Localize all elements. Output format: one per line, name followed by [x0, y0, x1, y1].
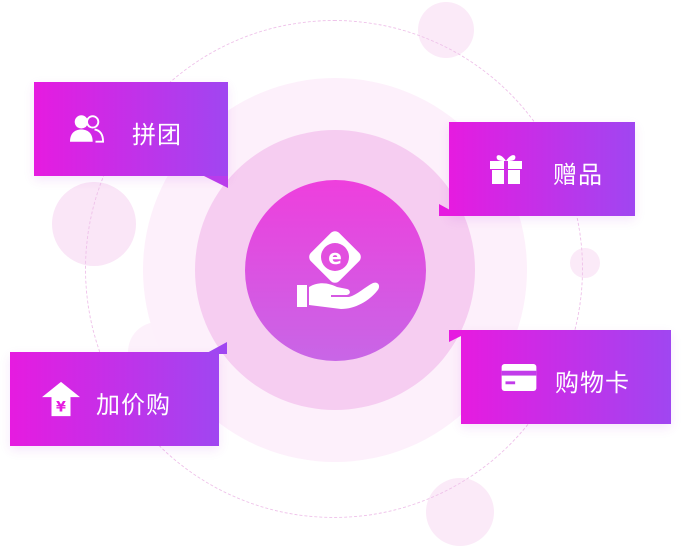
- card-tail: [205, 342, 227, 354]
- feature-label: 加价购: [96, 391, 171, 419]
- hand-holding-coin-icon: e: [297, 231, 380, 309]
- gift-icon: [490, 155, 522, 184]
- card-tail: [439, 204, 461, 216]
- dotted-orbit-ring: [85, 20, 583, 518]
- card-tail: [204, 176, 228, 188]
- yen-up-arrow-icon: ¥: [42, 381, 80, 417]
- card-tail: [449, 330, 473, 342]
- feature-card-gift[interactable]: 赠品: [439, 122, 635, 216]
- users-icon: [70, 115, 104, 143]
- svg-text:e: e: [328, 245, 342, 269]
- svg-text:¥: ¥: [56, 399, 66, 415]
- feature-label: 拼团: [132, 121, 182, 149]
- card-icon: [501, 364, 537, 391]
- feature-label: 购物卡: [555, 369, 630, 397]
- feature-card-gift-card[interactable]: 购物卡: [449, 330, 671, 424]
- feature-label: 赠品: [553, 161, 603, 189]
- feature-card-group-buy[interactable]: 拼团: [34, 82, 228, 188]
- feature-card-add-on[interactable]: ¥ 加价购: [10, 342, 227, 446]
